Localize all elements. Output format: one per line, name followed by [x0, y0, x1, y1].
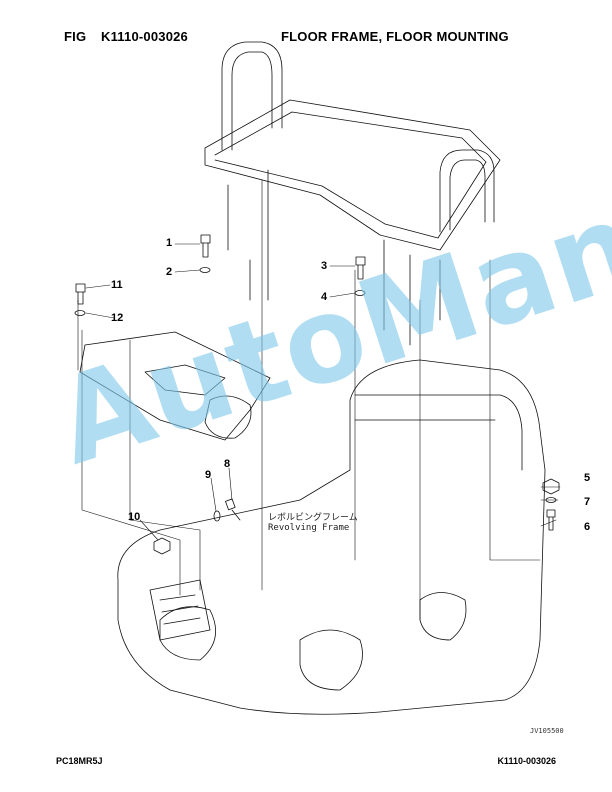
right-handrail: [439, 149, 495, 233]
left-floor-panel: [79, 331, 271, 441]
floor-frame-inner-edge: [214, 111, 487, 239]
washer-2: [199, 267, 211, 273]
revolving-frame-inner: [354, 394, 523, 471]
callout-11: 11: [111, 279, 123, 291]
bolt-8: [225, 498, 241, 521]
footer-page-code: K1110-003026: [497, 756, 556, 766]
revolving-frame-label-jp: レボルビングフレーム: [268, 513, 358, 523]
nut-5: [542, 478, 560, 495]
footer-model: PC18MR5J: [56, 756, 103, 766]
callout-7: 7: [584, 496, 591, 508]
callout-10: 10: [128, 511, 141, 523]
revolving-frame-body: [117, 359, 546, 715]
fig-label: FIG: [64, 29, 87, 44]
bolt-3: [355, 256, 366, 280]
callout-leaders: [85, 243, 561, 541]
revolving-frame-label-en: Revolving Frame: [268, 523, 350, 533]
washer-12: [74, 310, 86, 316]
fig-code: K1110-003026: [101, 29, 188, 44]
callout-8: 8: [224, 458, 231, 470]
page-title: FLOOR FRAME, FLOOR MOUNTING: [281, 29, 509, 44]
callout-12: 12: [111, 312, 124, 324]
callout-6: 6: [584, 521, 591, 533]
left-panel-detail: [144, 364, 252, 439]
callout-5: 5: [584, 472, 591, 484]
floor-frame-top-plate: [204, 99, 501, 251]
washer-9: [213, 510, 221, 522]
callout-1: 1: [166, 237, 173, 249]
callout-3: 3: [321, 260, 328, 272]
callout-9: 9: [205, 469, 212, 481]
support-legs: [227, 169, 441, 346]
bolt-11: [75, 283, 86, 305]
callout-2: 2: [166, 266, 173, 278]
leader-lines: [77, 179, 541, 621]
frame-openings: [159, 592, 467, 691]
drawing-ref-code: JV105500: [530, 727, 564, 735]
nut-10: [153, 537, 171, 555]
bolt-1: [200, 234, 211, 258]
left-handrail: [221, 41, 283, 151]
callout-4: 4: [321, 291, 328, 303]
valve-block: [149, 579, 211, 641]
bolt-6: [546, 509, 556, 531]
